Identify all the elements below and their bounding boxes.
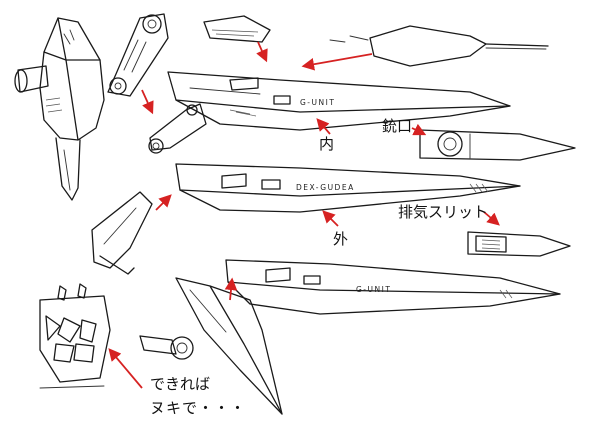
hinge-arm-sketch bbox=[107, 13, 169, 97]
wing-blade-sketch bbox=[139, 277, 283, 415]
note-line-2: ヌキで・・・ bbox=[150, 399, 247, 417]
label-muzzle: 銃口 bbox=[382, 117, 413, 135]
label-exhaust-slit: 排気スリット bbox=[398, 203, 489, 221]
arrow-note-to-detail bbox=[108, 348, 143, 389]
label-inner: 内 bbox=[319, 135, 335, 153]
muzzle-part-sketch bbox=[419, 129, 576, 161]
flap-part-sketch bbox=[203, 15, 271, 43]
arrow-flap-to-blade bbox=[256, 41, 268, 63]
arrow-hinge-to-bracket bbox=[141, 89, 154, 115]
side-fin-sketch bbox=[91, 191, 153, 275]
arrow-inner-label bbox=[316, 118, 331, 135]
blade-outer-sketch: DEX-GUDEA bbox=[175, 163, 521, 213]
blade-outer-lettering: DEX-GUDEA bbox=[296, 183, 355, 192]
weapon-front-view-sketch bbox=[14, 17, 105, 201]
blade-lower-sketch: G-UNIT bbox=[225, 259, 561, 315]
arrow-wing-up bbox=[224, 277, 238, 301]
note-line-1: できれば bbox=[150, 375, 211, 393]
label-outer: 外 bbox=[333, 230, 349, 248]
detail-part-sketch bbox=[39, 283, 111, 389]
arrow-outer-label bbox=[322, 210, 339, 227]
arrow-fin-to-outer bbox=[155, 194, 172, 211]
arrow-exhaust-slit bbox=[483, 211, 500, 226]
arrow-barrel-to-blade bbox=[301, 53, 373, 71]
blade-inner-sketch: G-UNIT bbox=[167, 71, 511, 131]
barrel-part-sketch bbox=[329, 25, 549, 67]
bracket-sketch bbox=[148, 103, 207, 154]
arrow-muzzle-label bbox=[411, 123, 427, 136]
blade-inner-lettering: G-UNIT bbox=[300, 98, 335, 107]
annotation-arrows bbox=[108, 41, 500, 389]
exhaust-slit-part-sketch bbox=[467, 231, 571, 257]
blade-lower-lettering: G-UNIT bbox=[356, 285, 391, 294]
